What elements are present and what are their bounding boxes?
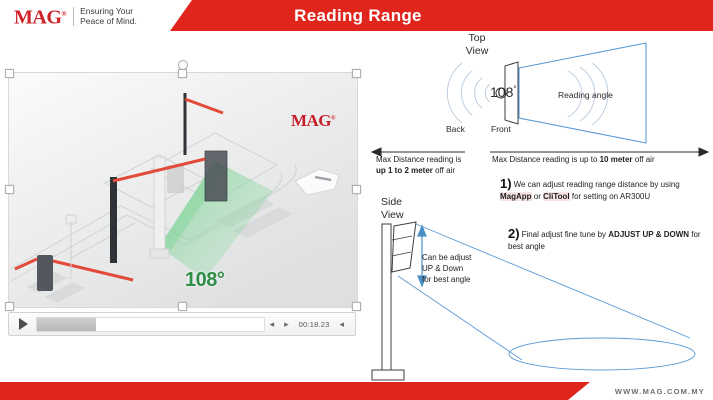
play-icon[interactable]: [19, 318, 28, 330]
brand-tagline-line2: Peace of Mind.: [80, 16, 137, 26]
video-watermark-registered: ®: [331, 115, 335, 122]
video-scene-illustration: [9, 73, 357, 307]
playback-progress-bar[interactable]: [36, 316, 265, 332]
distance-arrows: [370, 147, 710, 157]
max-distance-left-line1: Max Distance reading is: [376, 155, 462, 164]
max-distance-left-tail: off air: [432, 166, 455, 175]
max-distance-right-bold: 10 meter: [599, 155, 633, 164]
slide-footer: WWW.MAG.COM.MY: [0, 382, 713, 400]
footer-website-url: WWW.MAG.COM.MY: [614, 387, 705, 396]
top-view-angle-value: 108°: [490, 84, 517, 100]
resize-handle-middle-left[interactable]: [5, 185, 14, 194]
slide-header: Reading Range MAG® Ensuring Your Peace o…: [0, 0, 713, 31]
side-view-label: Side View: [381, 196, 421, 222]
video-beam-angle-label: 108°: [185, 269, 225, 291]
logo-registered-mark: ®: [61, 10, 67, 19]
top-view-label: Top View: [457, 32, 497, 58]
logo-divider: [73, 6, 75, 26]
max-distance-right-prefix: Max Distance reading is up to: [492, 155, 600, 164]
resize-handle-top-right[interactable]: [352, 69, 361, 78]
max-distance-right-tail: off air: [632, 155, 655, 164]
back-label: Back: [446, 124, 465, 134]
video-watermark-logo: MAG®: [290, 111, 336, 131]
reading-angle-label: Reading angle: [558, 90, 613, 100]
max-distance-left-bold: up 1 to 2 meter: [376, 166, 433, 175]
video-watermark-text: MAG: [290, 111, 332, 130]
adjust-note-line3: for best angle: [422, 275, 471, 284]
step-backward-icon[interactable]: ◂: [269, 318, 275, 329]
step-forward-icon[interactable]: ▸: [284, 318, 289, 329]
logo-text: MAG: [14, 6, 62, 29]
angle-number: 108: [490, 84, 514, 100]
note-1-mid: or: [531, 192, 544, 201]
playback-progress-fill: [37, 317, 96, 331]
resize-handle-bottom-left[interactable]: [5, 302, 14, 311]
video-object[interactable]: 108° MAG®: [8, 72, 358, 308]
resize-handle-middle-right[interactable]: [352, 185, 361, 194]
video-player-controls[interactable]: ◂ ▸ 00:18.23 ◂: [8, 312, 356, 336]
note-1-prefix: We can adjust reading range distance by …: [513, 180, 680, 189]
volume-icon[interactable]: ◂: [339, 318, 344, 329]
side-view-adjust-note: Can be adjust UP & Down for best angle: [422, 252, 471, 285]
side-view-label-line1: Side: [381, 196, 403, 208]
resize-handle-bottom-right[interactable]: [352, 302, 361, 311]
resize-handle-top-center[interactable]: [178, 69, 187, 78]
page-title: Reading Range: [294, 6, 422, 25]
note-1-highlight-clitool: CliTool: [543, 192, 570, 201]
footer-accent-banner: [0, 382, 590, 400]
brand-tagline: Ensuring Your Peace of Mind.: [80, 6, 137, 27]
brand-tagline-line1: Ensuring Your: [80, 5, 134, 16]
note-2-number: 2): [508, 226, 520, 241]
note-2-suffix: for best angle: [508, 230, 701, 251]
note-1-number: 1): [500, 176, 512, 191]
brand-logo: MAG® Ensuring Your Peace of Mind.: [14, 4, 137, 28]
max-distance-right-text: Max Distance reading is up to 10 meter o…: [492, 154, 713, 165]
playback-timestamp: 00:18.23: [298, 319, 330, 329]
front-label: Front: [491, 124, 511, 134]
degree-symbol: °: [513, 84, 517, 94]
adjust-note-line1: Can be adjust: [422, 253, 472, 262]
note-1-suffix: for setting on AR300U: [569, 192, 651, 201]
top-view-diagram: [446, 42, 647, 144]
top-view-label-line1: Top: [468, 32, 486, 44]
top-view-label-line2: View: [465, 45, 489, 57]
resize-handle-bottom-center[interactable]: [178, 302, 187, 311]
note-item-1: 1)We can adjust reading range distance b…: [500, 176, 705, 203]
side-view-diagram: [371, 221, 696, 381]
side-view-label-line2: View: [381, 209, 404, 221]
adjust-note-line2: UP & Down: [422, 264, 464, 273]
note-item-2: 2)Final adjust fine tune by ADJUST UP & …: [508, 226, 708, 253]
note-2-bold: ADJUST UP & DOWN: [608, 230, 690, 239]
resize-handle-top-left[interactable]: [5, 69, 14, 78]
rotate-handle[interactable]: [178, 60, 188, 70]
max-distance-left-text: Max Distance reading is up 1 to 2 meter …: [376, 154, 496, 176]
note-2-prefix: Final adjust fine tune by: [521, 230, 609, 239]
header-accent-banner: [170, 0, 713, 31]
logo-wordmark: MAG®: [14, 4, 67, 29]
note-1-highlight-magapp: MagApp: [500, 192, 532, 201]
